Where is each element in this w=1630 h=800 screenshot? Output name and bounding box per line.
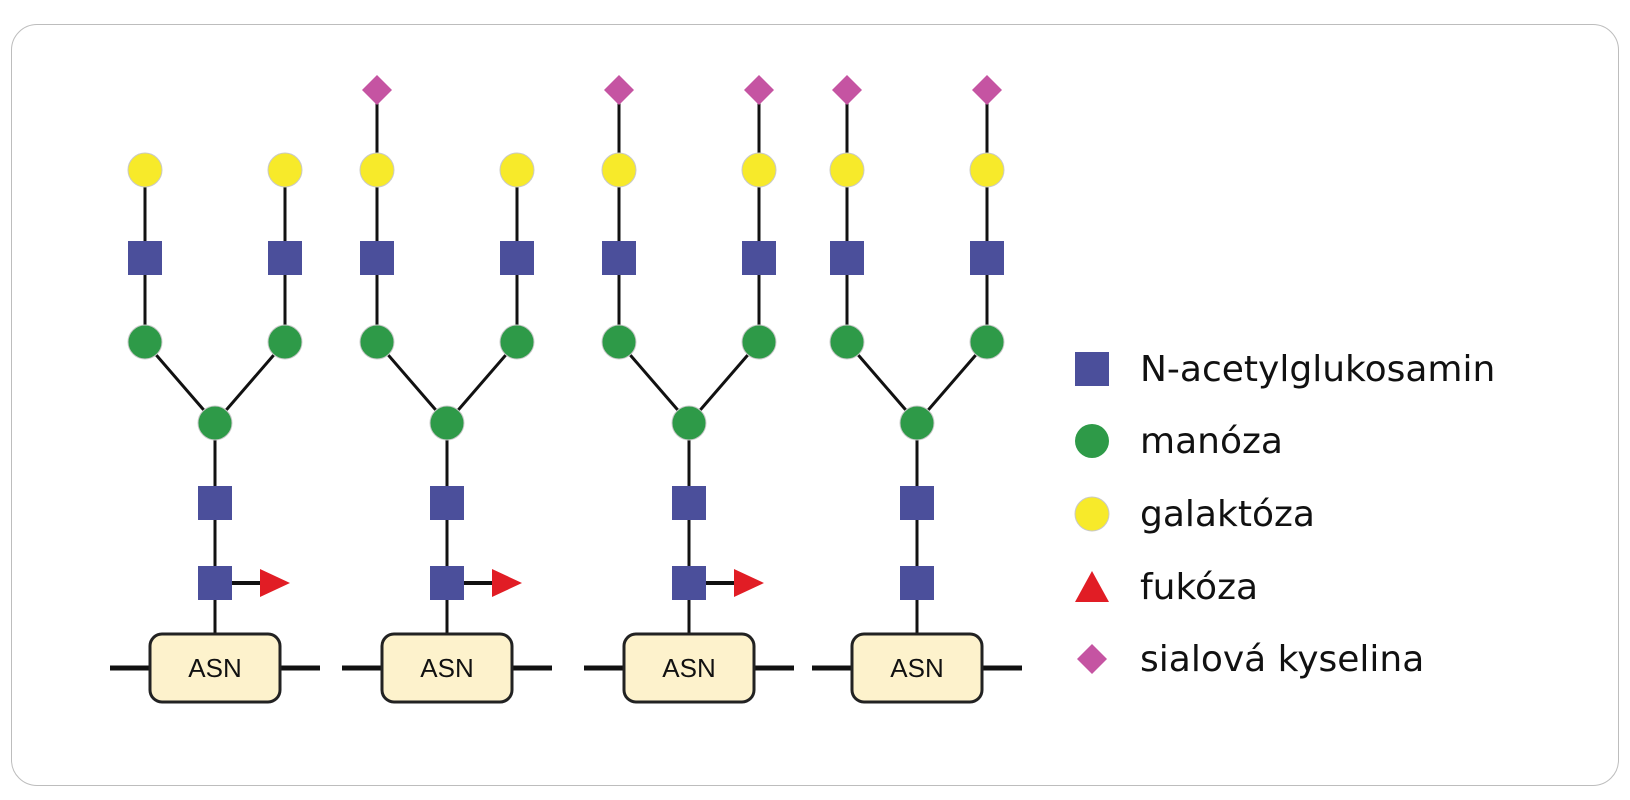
asn-label: ASN — [662, 653, 715, 683]
sialic-acid-diamond — [832, 75, 862, 105]
right-branch-bond — [445, 341, 519, 424]
galactose-circle — [969, 152, 1005, 188]
n-acetylglucosamine-square — [830, 241, 864, 275]
legend-item: N-acetylglukosamin — [1075, 349, 1495, 390]
asn-box — [148, 632, 282, 704]
asn-box — [380, 632, 514, 704]
legend-item: sialová kyselina — [1077, 639, 1424, 680]
mannose-circle — [127, 324, 163, 360]
galactose-circle — [741, 152, 777, 188]
galactose-circle — [359, 152, 395, 188]
asn-label: ASN — [188, 653, 241, 683]
left-branch-bond — [617, 341, 691, 424]
legend-label: N-acetylglukosamin — [1140, 349, 1495, 390]
sialic-acid-diamond — [744, 75, 774, 105]
mannose-circle — [899, 405, 935, 441]
n-acetylglucosamine-square — [360, 241, 394, 275]
asn-box — [622, 632, 756, 704]
n-acetylglucosamine-square — [970, 241, 1004, 275]
legend-label: manóza — [1140, 421, 1283, 462]
galactose-circle — [499, 152, 535, 188]
galactose-circle — [601, 152, 637, 188]
mannose-circle — [829, 324, 865, 360]
right-branch-bond — [213, 341, 287, 424]
legend-label: galaktóza — [1140, 494, 1315, 535]
mannose-circle — [197, 405, 233, 441]
n-acetylglucosamine-square — [672, 566, 706, 600]
mannose-circle — [969, 324, 1005, 360]
galactose-circle — [127, 152, 163, 188]
galactose-circle — [829, 152, 865, 188]
galactose-circle-icon — [1074, 496, 1110, 532]
fucose-triangle-icon — [1075, 571, 1109, 602]
legend-item: manóza — [1075, 421, 1283, 462]
sialic-acid-diamond — [604, 75, 634, 105]
glycan-structure-4: ASN — [812, 75, 1022, 704]
n-acetylglucosamine-square — [198, 486, 232, 520]
legend-label: fukóza — [1140, 567, 1258, 608]
left-branch-bond — [143, 341, 217, 424]
legend-item: galaktóza — [1074, 494, 1315, 535]
sialic-acid-diamond — [972, 75, 1002, 105]
n-acetylglucosamine-square — [900, 486, 934, 520]
n-acetylglucosamine-square — [430, 566, 464, 600]
right-branch-bond — [687, 341, 761, 424]
legend-item: fukóza — [1075, 567, 1258, 608]
mannose-circle-icon — [1075, 424, 1109, 458]
mannose-circle — [601, 324, 637, 360]
n-acetylglucosamine-square — [198, 566, 232, 600]
mannose-circle — [499, 324, 535, 360]
fucose-triangle — [734, 569, 764, 597]
mannose-circle — [267, 324, 303, 360]
legend-label: sialová kyselina — [1140, 639, 1424, 680]
asn-label: ASN — [890, 653, 943, 683]
left-branch-bond — [845, 341, 919, 424]
glycan-structure-2: ASN — [342, 75, 552, 704]
mannose-circle — [741, 324, 777, 360]
diagram-frame — [11, 24, 1619, 786]
n-acetylglucosamine-square-icon — [1075, 352, 1109, 386]
n-acetylglucosamine-square — [268, 241, 302, 275]
sialic-acid-diamond — [362, 75, 392, 105]
n-acetylglucosamine-square — [500, 241, 534, 275]
n-acetylglucosamine-square — [672, 486, 706, 520]
n-acetylglucosamine-square — [430, 486, 464, 520]
left-branch-bond — [375, 341, 449, 424]
asn-label: ASN — [420, 653, 473, 683]
right-branch-bond — [915, 341, 989, 424]
mannose-circle — [671, 405, 707, 441]
n-acetylglucosamine-square — [602, 241, 636, 275]
n-acetylglucosamine-square — [128, 241, 162, 275]
n-acetylglucosamine-square — [742, 241, 776, 275]
asn-box — [850, 632, 984, 704]
n-acetylglucosamine-square — [900, 566, 934, 600]
legend: N-acetylglukosamin manóza galaktóza fukóza s… — [1074, 349, 1495, 680]
glycan-structure-1: ASN — [110, 152, 320, 704]
glycan-structure-3: ASN — [584, 75, 794, 704]
sialic-acid-diamond-icon — [1077, 644, 1107, 674]
galactose-circle — [267, 152, 303, 188]
mannose-circle — [429, 405, 465, 441]
mannose-circle — [359, 324, 395, 360]
fucose-triangle — [492, 569, 522, 597]
fucose-triangle — [260, 569, 290, 597]
